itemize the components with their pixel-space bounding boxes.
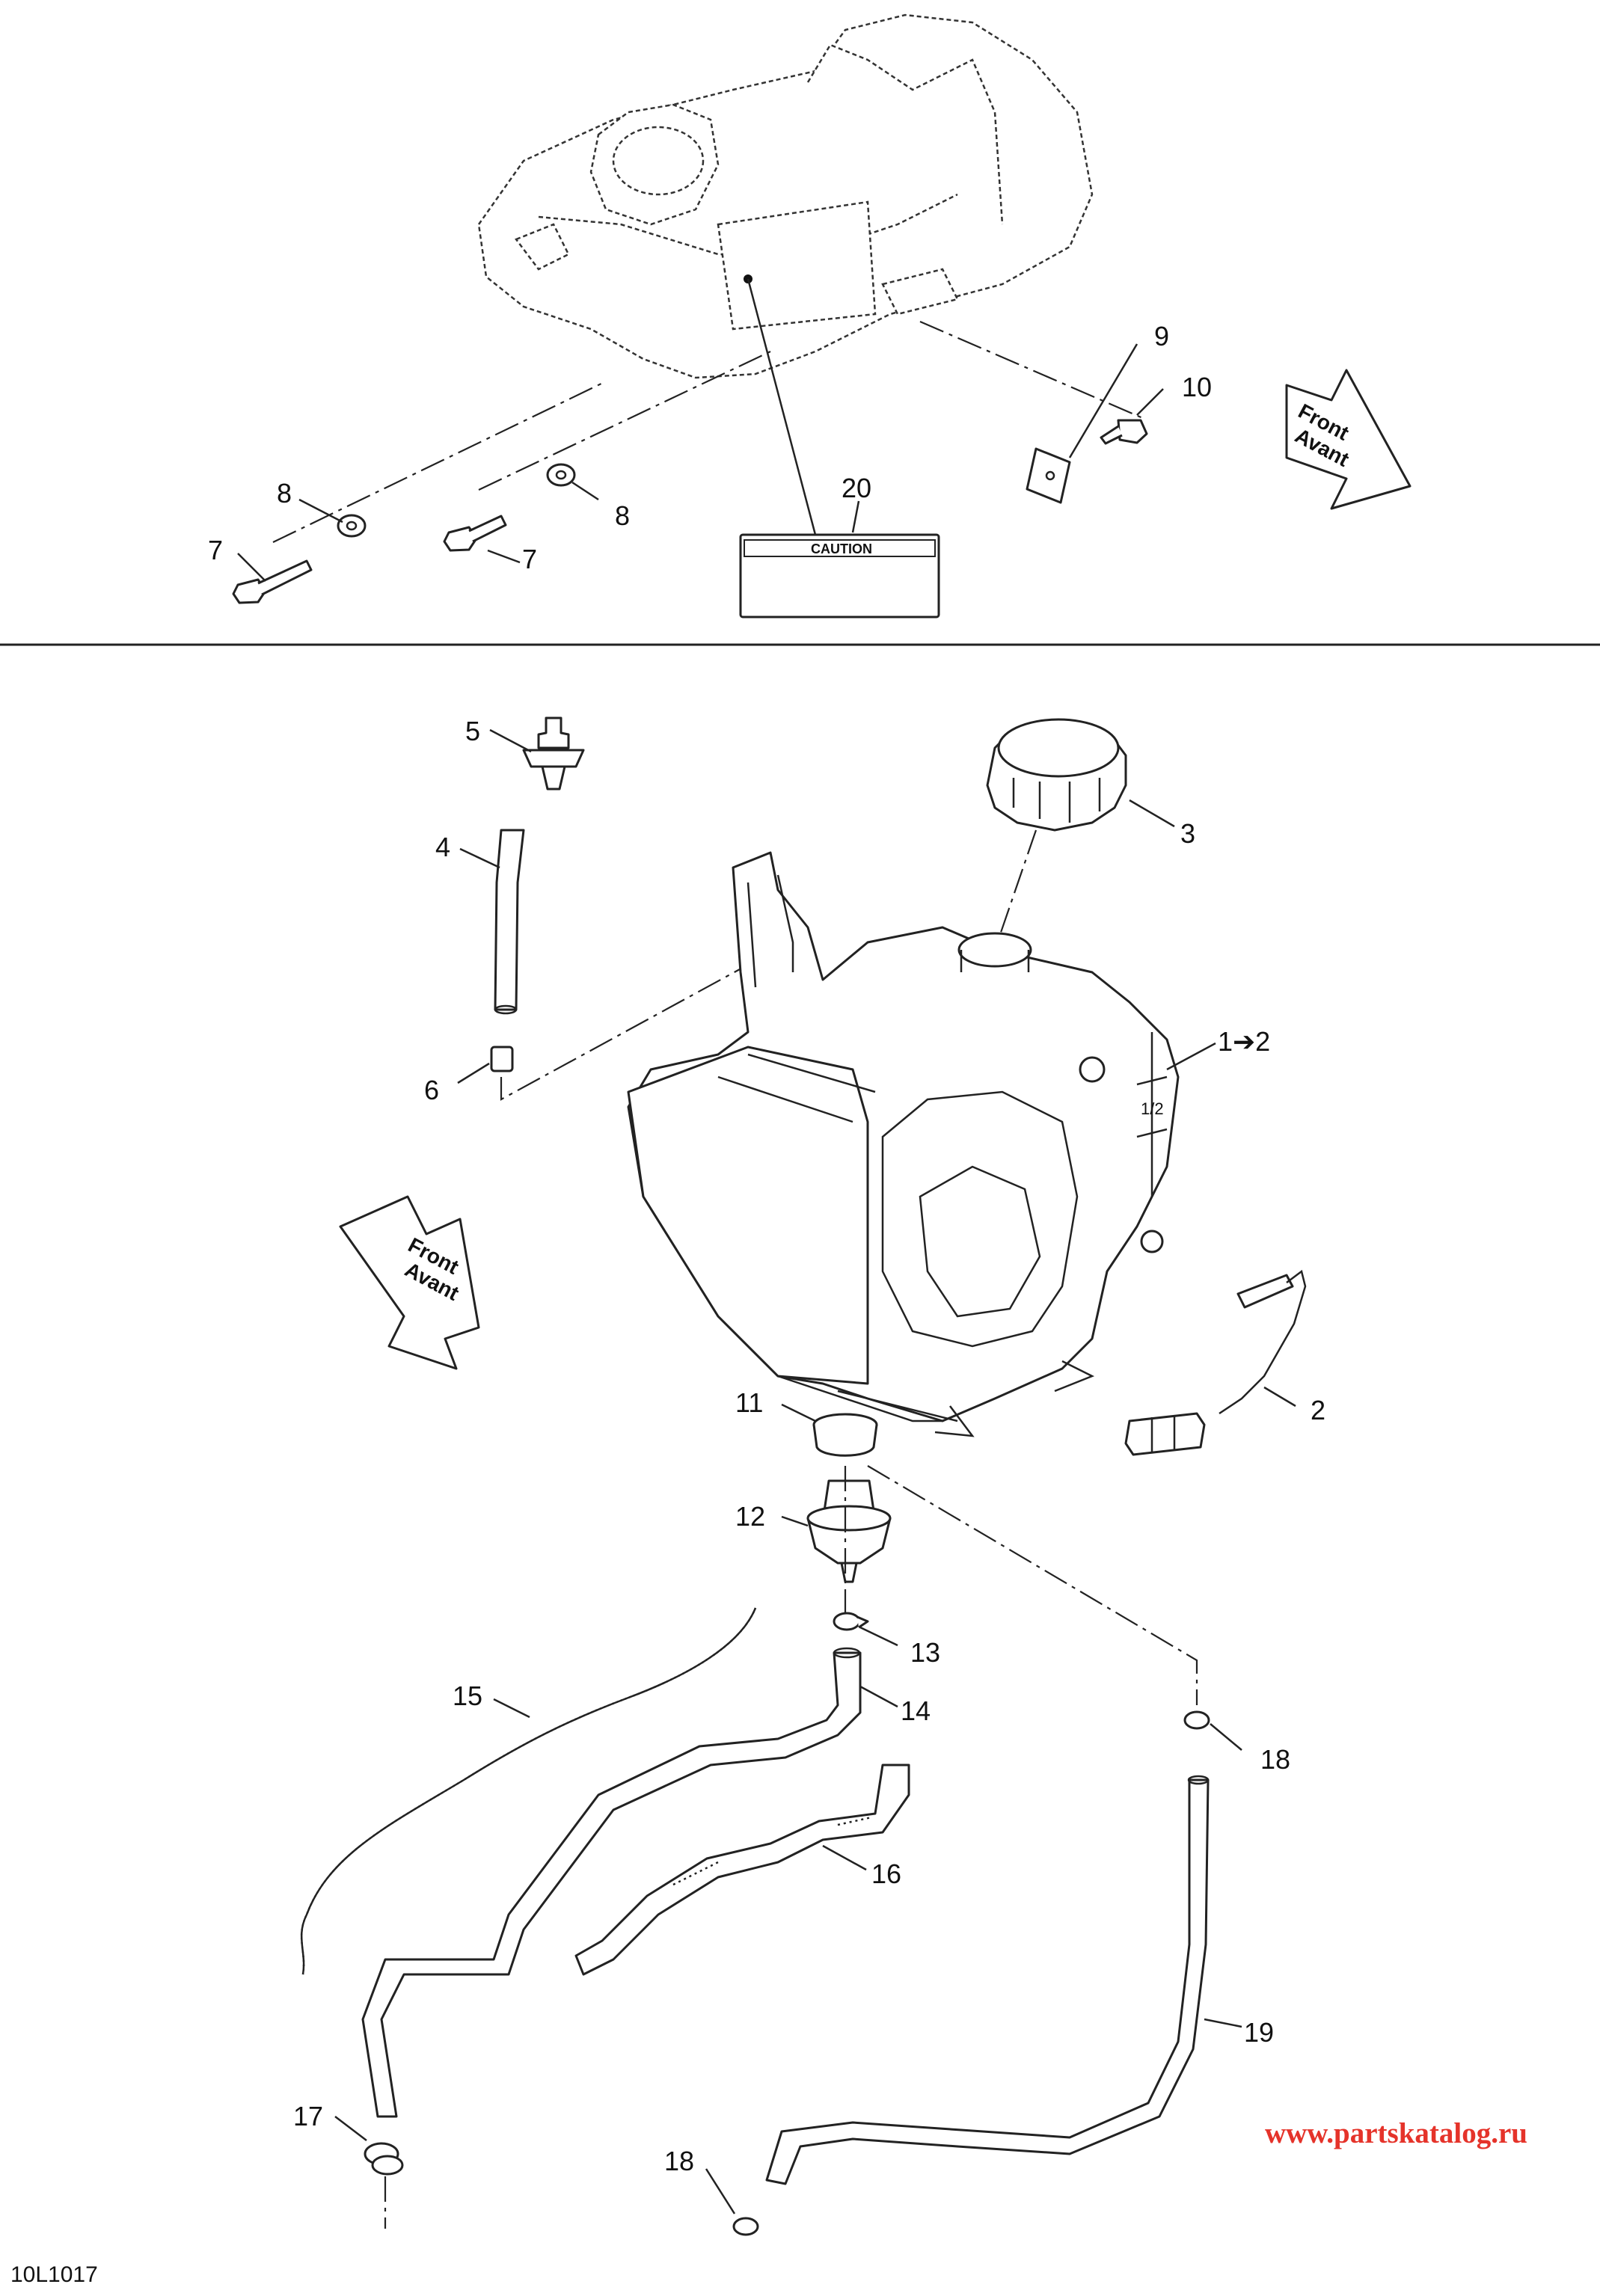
callout-13: 13 [910, 1637, 940, 1668]
gauge-half-text: 1/2 [1141, 1099, 1164, 1118]
part-17-clamp [364, 2142, 404, 2176]
part-3-filler-cap [986, 718, 1127, 832]
caution-label-text: CAUTION [811, 541, 872, 556]
part-2-oil-level-sensor [1124, 1269, 1307, 1456]
callout-7b: 7 [522, 544, 537, 574]
callout-4: 4 [435, 832, 450, 862]
front-arrow-top: Front Avant [1285, 369, 1412, 510]
part-7-bolt [232, 515, 507, 604]
part-5-check-valve [522, 716, 585, 791]
part-6-fitting [490, 1046, 514, 1072]
part-14-oil-hose [361, 1647, 862, 2118]
part-4-vent-hose [494, 829, 525, 1015]
callout-17: 17 [293, 2101, 323, 2131]
part-10-screw [1100, 419, 1148, 445]
callout-20: 20 [842, 473, 871, 503]
callout-7a: 7 [208, 535, 223, 565]
callout-19: 19 [1244, 2017, 1274, 2048]
part-13-clamp [833, 1612, 869, 1631]
watermark-text: www.partskatalog.ru [1264, 2117, 1527, 2149]
callout-3: 3 [1180, 818, 1195, 849]
callout-5: 5 [465, 716, 480, 746]
callout-15: 15 [453, 1680, 482, 1711]
part-1-oil-tank: 1/2 [627, 851, 1180, 1437]
front-arrow-middle: Front Avant [339, 1195, 480, 1370]
part-8-washer [337, 463, 576, 538]
callout-1: 1➔2 [1218, 1026, 1270, 1057]
frame-context-dotted [477, 13, 1094, 379]
callout-10: 10 [1182, 372, 1212, 402]
callout-11: 11 [735, 1387, 763, 1418]
callout-18b: 18 [664, 2146, 694, 2176]
figure-id: 10L1017 [10, 2262, 98, 2287]
part-12-strainer [806, 1479, 892, 1583]
callout-16: 16 [871, 1858, 901, 1889]
callout-8b: 8 [615, 500, 630, 531]
part-16-oil-hose [574, 1764, 910, 1976]
callout-6: 6 [424, 1075, 439, 1105]
part-11-ring [812, 1413, 878, 1457]
callout-18a: 18 [1260, 1744, 1290, 1775]
part-9-plate [1026, 447, 1071, 504]
part-18-clamp [732, 1710, 1210, 2236]
part-19-vent-hose [765, 1775, 1210, 2185]
callout-8a: 8 [277, 478, 292, 509]
callout-9: 9 [1154, 321, 1169, 352]
part-15-spring-guard [300, 1607, 757, 1975]
part-20-caution-label: CAUTION [739, 533, 940, 618]
callout-14: 14 [901, 1695, 931, 1726]
callout-12: 12 [735, 1501, 765, 1532]
callout-2: 2 [1311, 1395, 1325, 1425]
